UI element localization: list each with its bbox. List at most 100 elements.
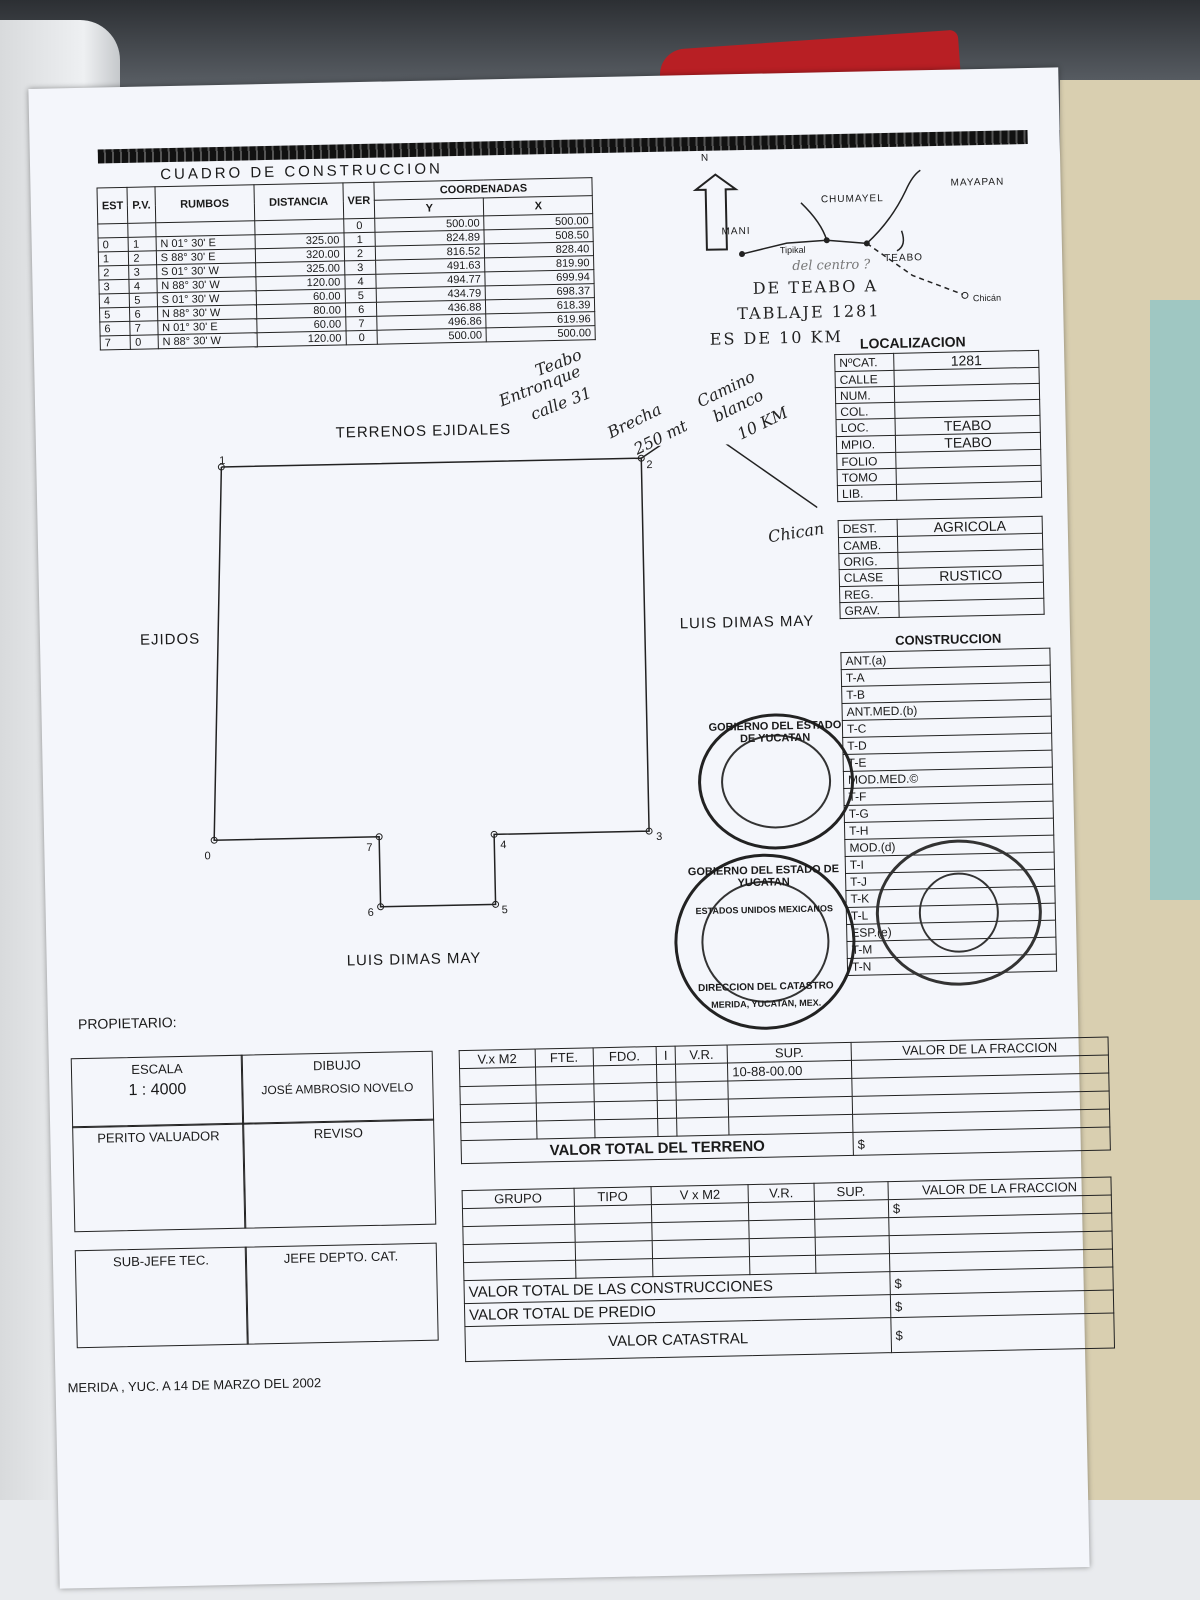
cell-ver: 5 [344, 288, 377, 303]
dibujo-box: DIBUJO JOSÉ AMBROSIO NOVELO [240, 1050, 435, 1125]
loc-key: CLASE [839, 568, 899, 587]
plot-boundary [213, 457, 650, 908]
vt-cell [459, 1085, 536, 1105]
vc-cell [814, 1217, 889, 1238]
table-row: GRAV. [839, 598, 1045, 619]
escala-label: ESCALA [131, 1060, 183, 1078]
construction-table-title: CUADRO DE CONSTRUCCION [160, 160, 444, 184]
vc-cell [575, 1258, 653, 1279]
cell-pv: 0 [130, 334, 159, 350]
vertex-7: 7 [366, 841, 374, 855]
cell-est [97, 223, 129, 239]
cell-est: 6 [99, 321, 131, 337]
official-seal-upper: GOBIERNO DEL ESTADO DE YUCATAN [696, 711, 856, 852]
vt-cell [459, 1067, 536, 1087]
vt-cell [460, 1103, 537, 1123]
propietario-label: PROPIETARIO: [77, 1014, 177, 1033]
col-pv: P.V. [127, 186, 156, 224]
hand-de-teabo: DE TEABO A [752, 276, 879, 298]
cell-ver: 6 [345, 302, 378, 317]
cell-est: 4 [99, 293, 130, 309]
seal-lower-bottom-text: DIRECCION DEL CATASTRO [697, 980, 834, 995]
col-rumbos: RUMBOS [154, 184, 255, 223]
loc-key: NUM. [835, 386, 895, 404]
valor-total-terreno-value: $ [852, 1127, 1111, 1156]
loc-key: ORIG. [838, 552, 899, 570]
vt-cell [656, 1082, 677, 1101]
loc-key: REG. [839, 585, 899, 603]
seal-lower-middle-text: ESTADOS UNIDOS MEXICANOS [695, 903, 834, 917]
vt-cell [536, 1119, 595, 1140]
cell-pv: 4 [129, 278, 157, 294]
loc-key: COL. [835, 402, 895, 420]
map-mayapan: MAYAPAN [950, 176, 1005, 189]
vc-cell [749, 1237, 816, 1257]
location-map [692, 169, 969, 299]
cell-ver: 0 [345, 330, 378, 345]
map-north: N [700, 152, 710, 164]
vc-cell [463, 1242, 576, 1263]
vt-cell [594, 1118, 658, 1138]
vt-col-1: FTE. [534, 1047, 594, 1068]
col-distancia: DISTANCIA [253, 182, 344, 221]
loc-key: TOMO [837, 468, 897, 486]
loc-key: LIB. [837, 484, 897, 502]
cell-pv: 1 [128, 236, 157, 252]
col-est: EST [96, 187, 129, 225]
vt-cell [675, 1063, 728, 1083]
vt-cell [655, 1064, 677, 1083]
map-teabo: TEABO [884, 252, 924, 265]
vt-cell [676, 1081, 729, 1101]
vt-col-0: V.x M2 [459, 1049, 536, 1069]
dibujo-value: JOSÉ AMBROSIO NOVELO [261, 1080, 414, 1098]
vt-cell [535, 1065, 594, 1086]
vertex-4: 4 [500, 839, 508, 852]
vt-cell [656, 1100, 677, 1119]
cell-y: 500.00 [377, 327, 487, 345]
map-tipikal: Tipikal [779, 244, 806, 256]
vt-cell [676, 1099, 729, 1119]
cell-ver: 7 [345, 316, 378, 331]
official-seal-lower: GOBIERNO DEL ESTADO DE YUCATAN ESTADOS U… [672, 851, 858, 1032]
cell-est: 7 [100, 335, 131, 350]
escala-box: ESCALA 1 : 4000 [70, 1054, 245, 1129]
vc-cell [462, 1224, 575, 1245]
cell-pv: 2 [128, 250, 157, 266]
vc-col-1: TIPO [573, 1186, 652, 1207]
construccion-title: CONSTRUCCION [894, 630, 1002, 648]
plot-drawing [210, 442, 818, 911]
vertex-2: 2 [646, 458, 654, 472]
cell-est: 3 [98, 279, 130, 295]
valor-catastral-label: VALOR CATASTRAL [464, 1317, 892, 1362]
map-mani: MANI [721, 225, 751, 238]
valor-catastral-value: $ [890, 1312, 1115, 1353]
vertex-6: 6 [367, 906, 375, 920]
cell-est: 5 [99, 307, 131, 323]
table-row: LIB. [837, 481, 1042, 502]
vt-col-4: V.R. [675, 1045, 728, 1065]
map-chican: Chicán [972, 292, 1002, 304]
vc-cell [749, 1255, 816, 1275]
perito-box: PERITO VALUADOR [72, 1122, 247, 1233]
cell-rumbo: N 88° 30' W [157, 332, 258, 349]
hand-del-centro: del centro ? [792, 257, 871, 274]
seal-lower-outer-text: GOBIERNO DEL ESTADO DE YUCATAN [687, 863, 840, 890]
vc-cell [574, 1240, 653, 1261]
vc-cell [813, 1199, 889, 1220]
vc-cell [748, 1201, 815, 1221]
reviso-box: REVISO [242, 1118, 437, 1229]
loc-key: CALLE [835, 370, 895, 388]
cell-est: 1 [98, 251, 130, 267]
vc-cell [814, 1235, 890, 1256]
vt-cell [676, 1117, 730, 1137]
vt-col-2: FDO. [592, 1046, 656, 1066]
loc-value [896, 481, 1042, 501]
subjefe-box: SUB-JEFE TEC. [74, 1246, 249, 1349]
loc-key: LOC. [836, 418, 896, 437]
dibujo-label: DIBUJO [312, 1057, 361, 1074]
vt-cell [593, 1082, 657, 1102]
cell-ver: 1 [343, 232, 376, 247]
